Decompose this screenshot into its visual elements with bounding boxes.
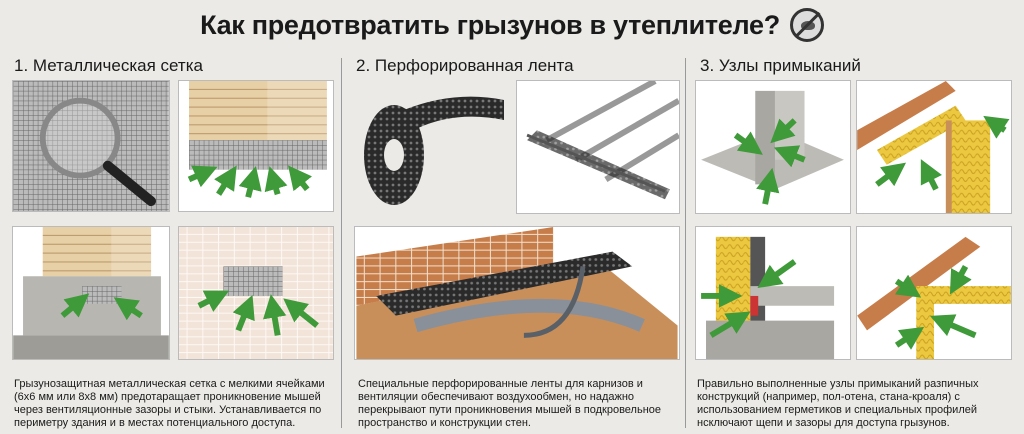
divider bbox=[685, 58, 686, 428]
gutter-eave-tape-illustration bbox=[354, 226, 680, 360]
section-heading-tape: 2. Перфорированная лента bbox=[356, 56, 574, 75]
divider bbox=[341, 58, 342, 428]
mesh-description: Грызунозащитная металлическая сетка с ме… bbox=[14, 378, 325, 429]
floor-wall-junction-illustration bbox=[695, 226, 851, 360]
no-rodents-icon bbox=[789, 8, 824, 42]
section-heading-mesh: 1. Металлическая сетка bbox=[14, 56, 203, 75]
perforated-tape-roll-illustration bbox=[354, 80, 510, 214]
attic-insulation-junction-illustration bbox=[856, 226, 1012, 360]
page-title: Как предотвратить грызунов в утеплителе? bbox=[0, 8, 1024, 42]
mesh-magnifier-illustration bbox=[12, 80, 170, 212]
mesh-wall-base-illustration bbox=[178, 80, 334, 212]
tape-description: Специальные перфорированные ленты для ка… bbox=[358, 378, 662, 429]
wall-junction-illustration bbox=[695, 80, 851, 214]
mesh-foundation-vent-illustration bbox=[12, 226, 170, 360]
joints-description: Правильно выполненные узлы примыканий ра… bbox=[697, 378, 979, 429]
mesh-brick-vent-illustration bbox=[178, 226, 334, 360]
roof-wall-junction-illustration bbox=[856, 80, 1012, 214]
roof-eave-tape-illustration bbox=[516, 80, 680, 214]
section-heading-joints: 3. Узлы примыканий bbox=[700, 56, 861, 75]
title-text: Как предотвратить грызунов в утеплителе? bbox=[200, 9, 780, 40]
